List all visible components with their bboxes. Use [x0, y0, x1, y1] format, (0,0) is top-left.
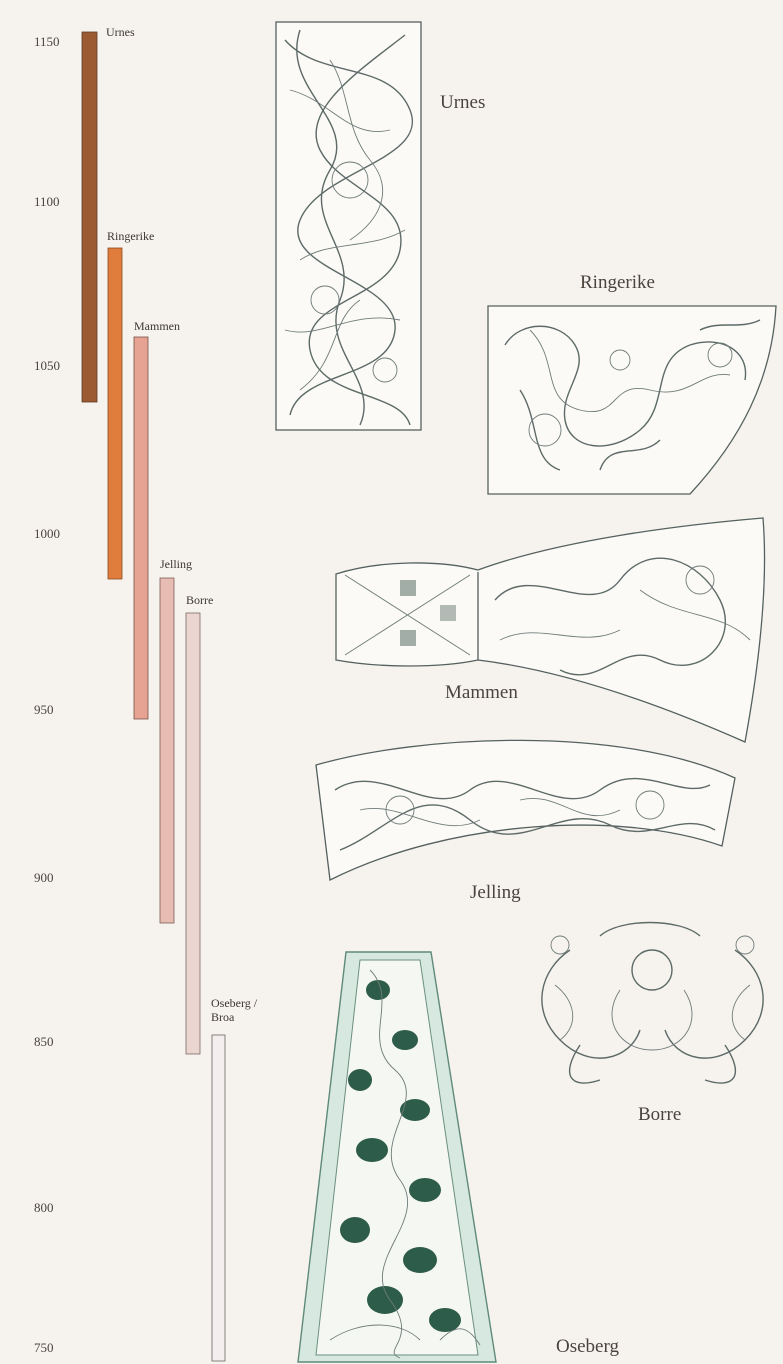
- urnes-artwork: [276, 22, 421, 430]
- bar-label-borre: Borre: [186, 593, 213, 607]
- timeline-bar-urnes: [82, 32, 97, 402]
- artwork-label-jelling: Jelling: [470, 882, 521, 903]
- ringerike-artwork: [488, 306, 776, 494]
- artwork-label-mammen: Mammen: [445, 682, 518, 703]
- bar-label-urnes: Urnes: [106, 25, 135, 39]
- year-label: 1000: [34, 526, 60, 541]
- bar-label-jelling: Jelling: [160, 557, 192, 571]
- year-label: 900: [34, 870, 54, 885]
- year-label: 1050: [34, 358, 60, 373]
- artwork-label-urnes: Urnes: [440, 92, 485, 113]
- year-label: 1150: [34, 34, 60, 49]
- mammen-artwork: [336, 518, 764, 742]
- artwork-label-borre: Borre: [638, 1104, 681, 1125]
- jelling-artwork: [316, 740, 735, 880]
- year-label: 850: [34, 1034, 54, 1049]
- borre-artwork: [542, 923, 763, 1084]
- artwork-label-ringerike: Ringerike: [580, 272, 655, 293]
- year-label: 750: [34, 1340, 54, 1355]
- year-label: 800: [34, 1200, 54, 1215]
- bar-label-oseberg-line2: Broa: [211, 1010, 235, 1024]
- bar-label-ringerike: Ringerike: [107, 229, 154, 243]
- year-label: 1100: [34, 194, 60, 209]
- timeline-bar-borre: [186, 613, 200, 1054]
- year-label: 950: [34, 702, 54, 717]
- timeline-bar-oseberg-broa: [212, 1035, 225, 1361]
- timeline-bar-jelling: [160, 578, 174, 923]
- artwork-label-oseberg: Oseberg: [556, 1336, 619, 1357]
- timeline-bar-mammen: [134, 337, 148, 719]
- timeline-bars: Urnes Ringerike Mammen Jelling Borre Ose…: [82, 25, 258, 1361]
- year-axis: 1150 1100 1050 1000 950 900 850 800 750: [34, 34, 60, 1355]
- bar-label-oseberg-line1: Oseberg /: [211, 996, 258, 1010]
- timeline-bar-ringerike: [108, 248, 122, 579]
- oseberg-artwork: [298, 952, 496, 1362]
- bar-label-mammen: Mammen: [134, 319, 180, 333]
